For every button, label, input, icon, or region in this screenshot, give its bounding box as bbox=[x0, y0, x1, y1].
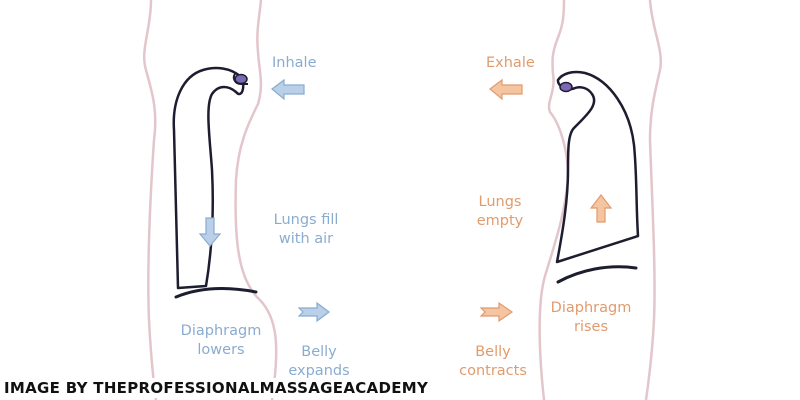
lungs-empty-line-2: empty bbox=[476, 213, 524, 229]
diaphragm-lowers-line-2: lowers bbox=[197, 342, 245, 358]
belly-contracts-line-1: Belly bbox=[475, 344, 511, 360]
lungs-fill-line-2: with air bbox=[278, 231, 334, 247]
belly-contracts-arrow-icon bbox=[479, 301, 514, 323]
lungs-fill-line-1: Lungs fill bbox=[273, 212, 339, 228]
belly-contracts-label: Belly contracts bbox=[459, 343, 527, 381]
lungs-empty-label: Lungs empty bbox=[477, 193, 524, 231]
exhale-left-arrow-icon bbox=[489, 78, 523, 101]
lungs-fill-label: Lungs fill with air bbox=[274, 211, 339, 249]
image-credit: IMAGE BY THEPROFESSIONALMASSAGEACADEMY bbox=[4, 378, 429, 398]
diaphragm-rises-line-2: rises bbox=[573, 319, 609, 335]
lungs-empty-line-1: Lungs bbox=[478, 194, 522, 210]
diaphragm-rises-line-1: Diaphragm bbox=[550, 300, 632, 316]
inhale-mouth bbox=[234, 73, 248, 85]
exhale-up-arrow-icon bbox=[589, 194, 613, 223]
inhale-diaphragm-line bbox=[174, 287, 258, 299]
inhale-left-arrow-icon bbox=[271, 78, 305, 101]
exhale-lung-outline bbox=[555, 70, 640, 264]
belly-expands-label: Belly expands bbox=[288, 343, 349, 381]
inhale-figure bbox=[142, 0, 330, 400]
inhale-body-outline bbox=[142, 0, 278, 400]
exhale-mouth bbox=[559, 81, 573, 93]
exhale-diaphragm-line bbox=[556, 265, 638, 284]
belly-expands-line-2: expands bbox=[288, 363, 350, 379]
belly-contracts-line-2: contracts bbox=[459, 363, 527, 379]
exhale-body-outline bbox=[538, 0, 663, 400]
exhale-label: Exhale bbox=[486, 55, 535, 71]
inhale-down-arrow-icon bbox=[198, 217, 222, 247]
belly-expands-line-1: Belly bbox=[301, 344, 337, 360]
inhale-lung-outline bbox=[172, 66, 245, 290]
diaphragm-lowers-label: Diaphragm lowers bbox=[181, 322, 262, 360]
belly-expands-arrow-icon bbox=[297, 301, 330, 323]
inhale-label: Inhale bbox=[272, 55, 317, 71]
diaphragm-lowers-line-1: Diaphragm bbox=[180, 323, 262, 339]
exhale-figure bbox=[479, 0, 663, 400]
diaphragm-rises-label: Diaphragm rises bbox=[551, 299, 632, 337]
